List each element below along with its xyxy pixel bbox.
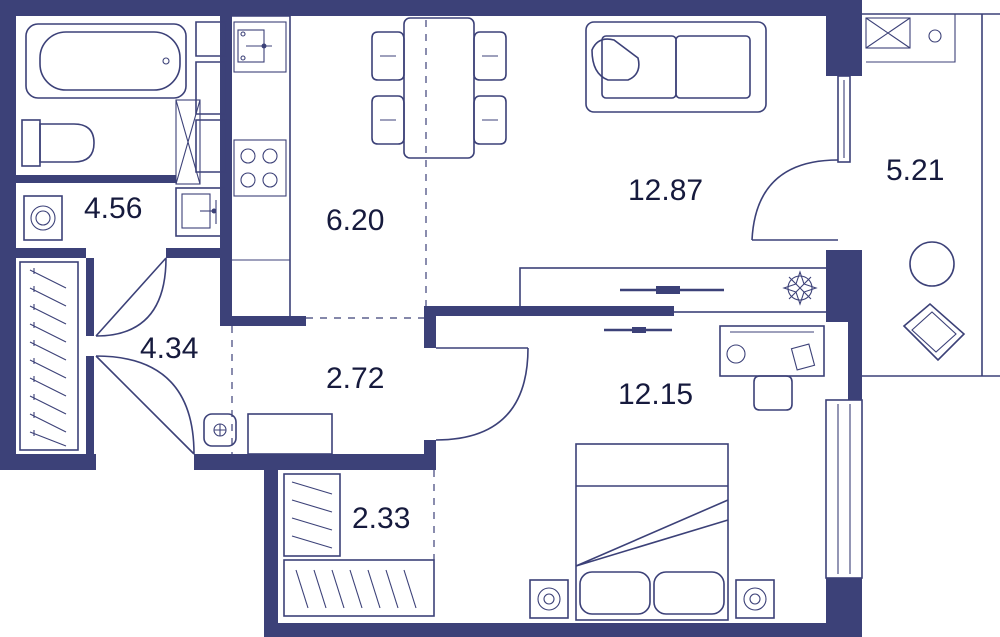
bed xyxy=(575,443,729,621)
wardrobe-closet xyxy=(283,473,435,617)
room-area-bathroom: 4.56 xyxy=(84,192,142,225)
nightstand-left xyxy=(529,579,569,619)
entrance-door xyxy=(95,257,195,455)
walls xyxy=(0,0,862,637)
living-window xyxy=(837,75,851,163)
bedroom-shelf xyxy=(604,327,672,333)
plant xyxy=(782,270,818,306)
balcony-outline xyxy=(862,13,1000,377)
room-area-living: 12.87 xyxy=(628,174,703,207)
room-area-balcony: 5.21 xyxy=(886,154,944,187)
hall-cabinet xyxy=(247,413,333,455)
room-area-wardrobe: 2.33 xyxy=(352,502,410,535)
living-door xyxy=(751,159,839,241)
bathtub xyxy=(25,23,187,99)
bathroom-sink xyxy=(175,187,225,237)
room-area-kitchen: 6.20 xyxy=(326,204,384,237)
bedroom-door xyxy=(435,347,529,441)
kitchen-counter xyxy=(195,15,291,316)
room-area-entrance: 4.34 xyxy=(140,332,198,365)
entrance-wardrobe xyxy=(19,261,79,451)
washing-machine xyxy=(23,195,63,241)
toilet xyxy=(21,119,95,167)
tv-console xyxy=(519,267,829,313)
balcony-chair xyxy=(902,302,966,362)
dining-table xyxy=(371,17,507,159)
room-area-bedroom: 12.15 xyxy=(618,378,693,411)
nightstand-right xyxy=(735,579,775,619)
desk xyxy=(719,325,825,411)
balcony-table xyxy=(909,241,955,287)
sofa xyxy=(585,21,767,113)
room-area-hall: 2.72 xyxy=(326,362,384,395)
bedroom-window xyxy=(825,399,863,579)
floor-drain xyxy=(203,413,237,447)
